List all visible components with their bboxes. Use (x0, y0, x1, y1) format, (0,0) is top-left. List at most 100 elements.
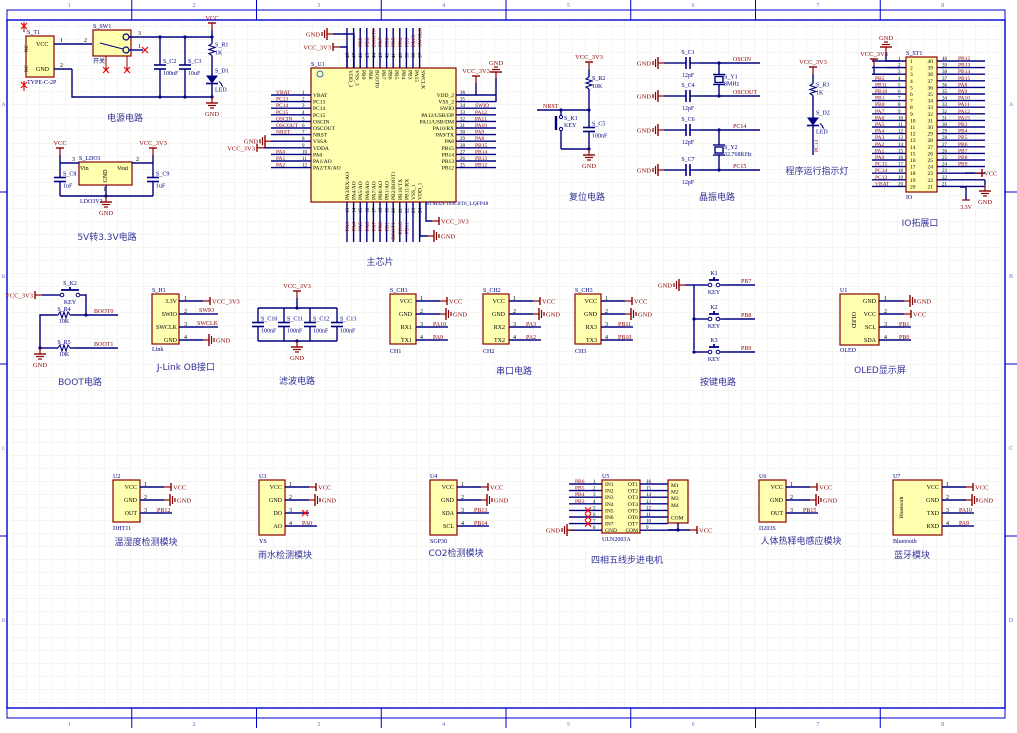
button-designator: K2 (710, 305, 717, 311)
power-net-label: VCC (173, 485, 186, 492)
pin-name: Vin (80, 166, 89, 172)
zone-row-label: D (1009, 618, 1014, 624)
pin-number: 1 (461, 482, 464, 488)
resistor-designator: S_R5 (57, 340, 70, 346)
pin-number: 19 (386, 208, 391, 214)
net-label: PB6 (385, 37, 391, 47)
pin-name: VCC (125, 485, 137, 491)
power-port-vcc: VCC (810, 483, 832, 492)
pin-number: 20 (898, 182, 904, 187)
pin-name: GND (103, 169, 109, 183)
net-label: PB7 (378, 37, 384, 47)
ground-label: GND (917, 299, 931, 306)
power-port-vcc: VCC (690, 526, 712, 535)
wire (960, 186, 967, 200)
pin-number: 40 (942, 57, 948, 62)
pin-number: 42 (386, 53, 391, 59)
pin-number: 47 (353, 53, 358, 59)
power-net-label: VCC_3V3 (462, 68, 490, 75)
led-triangle (206, 75, 218, 84)
net-label: PB0 (899, 335, 909, 341)
wire (220, 84, 224, 87)
pin-name: IN4 (605, 502, 614, 508)
uln2003-driver: U5ULN2003AIN1IN2IN3IN4IN5IN6IN7GNDOT1OT2… (601, 474, 641, 543)
pin-name: GND (269, 498, 283, 504)
pin-number: 19 (898, 176, 904, 181)
pin-number: 4 (946, 521, 949, 527)
junction-dot (295, 306, 299, 310)
pin-number: 29 (460, 137, 466, 142)
pin-name: OT4 (628, 502, 638, 508)
pin-number: 40 (399, 53, 404, 59)
zone-column-label: 1 (68, 722, 71, 728)
pin-name: PA7/AO (371, 181, 377, 200)
pin-name: PA8 (445, 139, 455, 145)
power-net-label: VCC_3V3 (575, 54, 603, 61)
component-body (482, 293, 510, 345)
pin-number: 34 (460, 104, 466, 109)
junction-dot (692, 350, 696, 354)
crystal-circuit: GNDS_C112pFOSCINGNDS_C412pFOSCOUTGNDS_C6… (637, 50, 760, 186)
pin-name: 28 (928, 138, 934, 144)
pin-name: IN6 (605, 515, 614, 521)
ground-label: GND (637, 61, 651, 68)
component-body (25, 35, 55, 78)
pin-name: OT6 (628, 515, 638, 521)
net-label: OSCOUT (733, 90, 757, 96)
pin-number: 33 (460, 111, 466, 116)
net-label: PA2 (526, 335, 536, 341)
capacitor-value: 12pF (682, 140, 695, 146)
ground-label: GND (546, 528, 560, 535)
pin-name: NC (25, 64, 30, 72)
pin-number: 28 (942, 136, 948, 141)
pin-number: 1 (138, 44, 141, 50)
pin-number: 4 (898, 77, 901, 82)
pin-name: 22 (928, 178, 934, 184)
pin-number: 29 (942, 130, 948, 135)
pin-name: IN5 (605, 508, 614, 514)
pin-name: PA4/AO (352, 181, 358, 200)
net-label: BOOT0 (371, 29, 377, 47)
pin-number: 14 (898, 143, 904, 148)
net-label: PA3 (526, 322, 536, 328)
power-port-vcc: VCC (625, 297, 647, 306)
section-title-ldo: 5V转3.3V电路 (77, 231, 136, 243)
motor-pin-name: M2 (671, 490, 679, 496)
junction-dot (183, 95, 187, 99)
wire (71, 69, 212, 98)
wire (20, 22, 28, 30)
jlink-designator: S_H1 (152, 288, 166, 294)
pin-number: 17 (372, 208, 377, 214)
pin-name: BOOT0 (373, 70, 379, 88)
pin-number: 6 (593, 513, 596, 518)
resistor-designator: S_R3 (816, 83, 829, 89)
net-label: PB6 (958, 142, 968, 148)
power-net-label: VCC_3V3 (227, 145, 255, 152)
net-label: PB10 (398, 222, 404, 234)
net-label: OSCOUT (276, 123, 299, 129)
net-label: PB13 (958, 63, 970, 69)
pin-number: 1 (513, 296, 516, 302)
net-label: PA12 (958, 109, 970, 115)
pin-number: 43 (379, 53, 384, 59)
pin-name: 17 (910, 165, 916, 171)
net-label: PA9 (475, 130, 485, 136)
power-port-vcc-3v3: VCC_3V3 (575, 54, 603, 69)
pin-number: 23 (942, 169, 948, 174)
net-label: PB8 (741, 313, 751, 319)
capacitor-designator: S_C6 (681, 117, 694, 123)
power-port-vcc: VCC (205, 15, 219, 30)
capacitor: S_C6 12pF (676, 117, 700, 146)
pin-name: PA1/AO (313, 159, 332, 165)
pin-number: 11 (646, 513, 651, 518)
pin-name: 11 (910, 125, 916, 131)
capacitor-value: 100nF (592, 134, 608, 140)
pin-name: AO (273, 524, 282, 530)
oled-body-label: OLED (850, 312, 856, 329)
net-label: PC14 (875, 168, 887, 174)
